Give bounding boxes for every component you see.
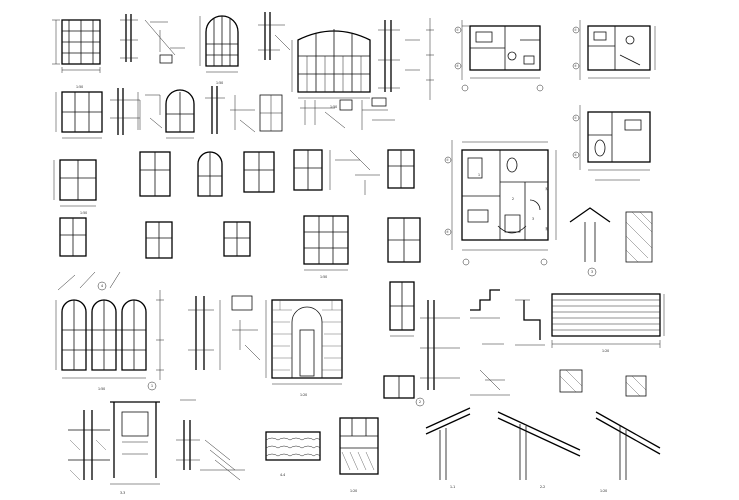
wall-section-detail [420, 300, 460, 390]
window-section-detail-4 [205, 86, 256, 134]
room-label-1: 1 [478, 173, 480, 177]
axis-bubble-7: ① [574, 116, 577, 120]
window-elevation-w12 [387, 217, 421, 263]
axis-bubble-5: ① [446, 158, 449, 162]
entrance-door-elevation [265, 299, 343, 385]
room-label-3: 3 [532, 217, 534, 221]
arched-window-small-2 [197, 151, 223, 197]
grid-bubble-b: Ⓑ [545, 226, 549, 231]
scale-label-10: 1:20 [600, 489, 607, 493]
scale-label-2: 1:50 [216, 81, 223, 85]
axis-bubble-4: ② [574, 64, 577, 68]
section-bubble-2 [415, 397, 425, 407]
large-arched-window-elevation [291, 29, 371, 99]
scale-label-9: 1:20 [350, 489, 357, 493]
bathroom-plan-2 [572, 20, 656, 80]
railing-detail [200, 439, 245, 481]
scale-label-4: 1:50 [80, 211, 87, 215]
axis-bubble-2: ② [456, 64, 459, 68]
section-mark-4: 4-4 [280, 473, 285, 477]
step-profile-detail [470, 289, 504, 345]
section-bubble-3 [587, 267, 597, 277]
balcony-elevation [339, 417, 379, 475]
window-section-detail-1 [120, 14, 138, 62]
section-bubble-1 [147, 381, 157, 391]
arched-window-section-detail [258, 12, 291, 60]
vertical-dimension-strip [426, 18, 434, 100]
section-mark-1: 1-1 [450, 485, 455, 489]
roof-eave-section-2 [497, 369, 583, 480]
small-arched-window [165, 89, 195, 139]
roof-tile-elevation [265, 431, 321, 461]
axis-bubble-8: ② [574, 153, 577, 157]
triple-arched-window-elevation [55, 271, 147, 379]
window-elevation-w2 [55, 91, 103, 139]
column-base-detail [176, 399, 200, 470]
grid-bubble-a: Ⓐ [545, 186, 549, 191]
cornice-detail-center [515, 299, 545, 346]
window-elevation-w5 [243, 151, 275, 193]
balcony-section-left [68, 410, 110, 481]
scale-label-1: 1:50 [76, 85, 83, 89]
window-elevation-w13 [389, 281, 415, 337]
window-bay-elevation-small [383, 375, 415, 399]
dimension-chain-left [156, 290, 164, 380]
bathroom-plan-1 [454, 20, 544, 92]
window-elevation-w8 [59, 217, 87, 257]
window-sill-detail [300, 99, 353, 129]
window-detail-row3 [349, 149, 380, 195]
scale-label-6: 1:50 [98, 387, 105, 391]
section-bubble-1-number: 1 [151, 384, 153, 388]
window-jamb-detail [139, 94, 163, 130]
scale-label-7: 1:20 [300, 393, 307, 397]
window-detail-row5 [231, 295, 261, 361]
arched-window-elevation [199, 15, 239, 73]
window-frame-detail-row2 [259, 94, 283, 132]
pergola-elevation [110, 401, 160, 485]
section-mark-2: 2-2 [540, 485, 545, 489]
window-elevation-w7 [387, 149, 415, 189]
roof-tile-plan [551, 293, 665, 348]
column-detail [188, 296, 221, 370]
axis-bubble-6: ② [446, 230, 449, 234]
roof-eave-section-1 [425, 407, 471, 480]
roof-eave-section-3 [595, 375, 661, 480]
bathroom-plan-large [444, 140, 557, 266]
window-elevation-w4 [139, 151, 171, 197]
window-elevation-w10 [223, 221, 251, 257]
roof-eave-detail-right [569, 207, 653, 263]
section-mark-3: 3-3 [120, 491, 125, 495]
bathroom-plan-3 [572, 105, 651, 181]
window-elevation-w11 [303, 215, 349, 271]
window-head-detail [361, 97, 395, 130]
axis-bubble-1: ① [456, 28, 459, 32]
scale-label-3: 1:50 [330, 105, 337, 109]
window-section-detail-2 [378, 20, 420, 92]
room-label-2: 2 [512, 197, 514, 201]
window-elevation-w3 [53, 159, 97, 207]
window-detail-diagonal [144, 19, 185, 64]
section-bubble-2-number: 2 [419, 400, 421, 404]
scale-label-5: 1:50 [320, 275, 327, 279]
window-elevation-w9 [145, 221, 173, 259]
gutter-detail [470, 369, 510, 396]
axis-bubble-3: ① [574, 28, 577, 32]
window-section-detail-3 [110, 88, 140, 135]
section-bubble-3-number: 3 [591, 270, 593, 274]
scale-label-8: 1:20 [602, 349, 609, 353]
window-elevation-w6 [293, 149, 360, 191]
window-elevation-w1 [52, 19, 101, 73]
section-bubble-4 [97, 281, 107, 291]
section-bubble-4-number: 4 [101, 284, 103, 288]
